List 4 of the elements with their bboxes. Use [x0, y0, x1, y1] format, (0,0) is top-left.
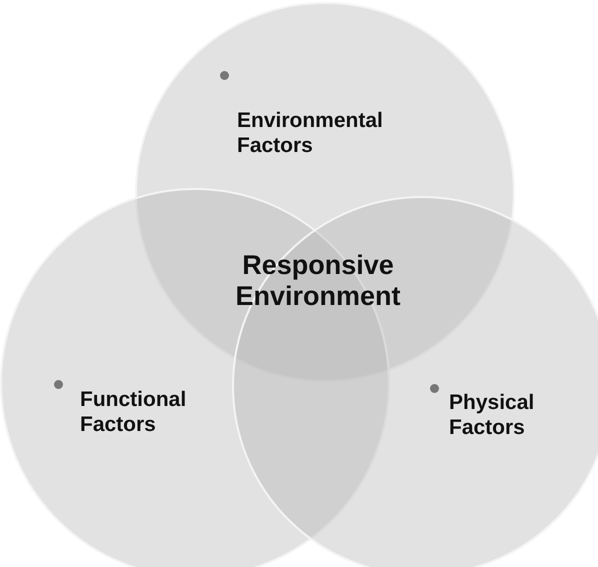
- circle-label: Functional Factors: [80, 387, 188, 437]
- center-label: Responsive Environment: [234, 250, 402, 312]
- circle-label: Physical Factors: [449, 390, 536, 440]
- circle-label: Environmental Factors: [237, 108, 384, 158]
